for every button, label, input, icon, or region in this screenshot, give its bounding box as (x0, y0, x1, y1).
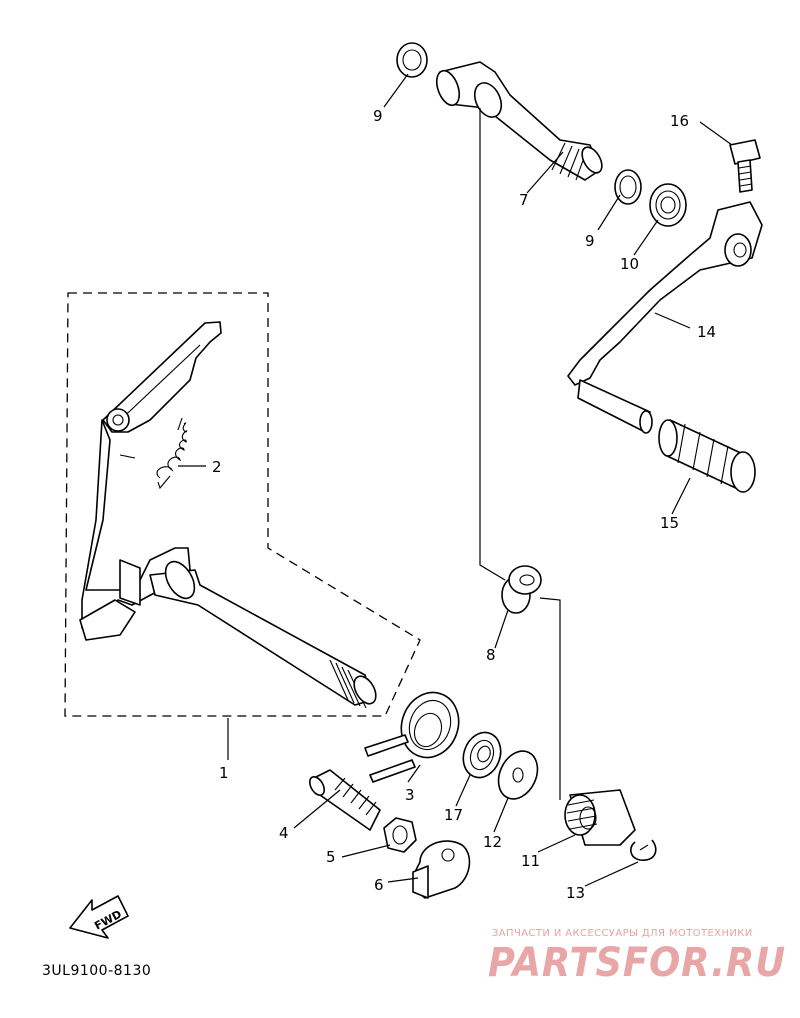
callout-label: 6 (374, 876, 384, 894)
part-6-plate (412, 840, 471, 899)
callout-label: 10 (620, 255, 639, 273)
callout-label: 7 (519, 191, 529, 209)
callout-label: 12 (483, 833, 502, 851)
callout-label: 9 (585, 232, 595, 250)
part-17-oil-seal (462, 731, 502, 779)
part-7-shaft (435, 61, 603, 181)
part-12-washer (497, 750, 539, 800)
part-13-circlip (630, 839, 657, 861)
callout-label: 17 (444, 806, 463, 824)
part-10-oil-seal (649, 183, 687, 227)
part-4-stopper-bolt (308, 769, 381, 831)
callout-label: 15 (660, 514, 679, 532)
callout-label: 14 (697, 323, 716, 341)
callout-label: 2 (212, 458, 222, 476)
callout-labels: 1 2 3 4 5 6 7 8 9 9 10 11 12 13 14 15 16… (212, 107, 716, 902)
part-1-shift-shaft (79, 321, 377, 709)
callout-label: 11 (521, 852, 540, 870)
assembly-lines (479, 108, 561, 800)
part-2-spring (119, 417, 188, 490)
part-16-bolt (729, 139, 761, 193)
fwd-arrow-icon: FWD (69, 895, 129, 939)
part-14-shift-pedal (567, 201, 763, 434)
part-15-pedal-rubber (658, 419, 756, 493)
callout-label: 3 (405, 786, 415, 804)
callout-label: 8 (486, 646, 496, 664)
part-9-washer-top (396, 42, 428, 78)
callout-label: 4 (279, 824, 289, 842)
part-5-nut (383, 817, 417, 853)
leader-lines (178, 73, 733, 887)
callout-label: 5 (326, 848, 336, 866)
callout-label: 13 (566, 884, 585, 902)
part-code: 3UL9100-8130 (42, 963, 151, 979)
callout-label: 9 (373, 107, 383, 125)
part-11-collar (564, 789, 636, 846)
part-3-return-spring (364, 691, 460, 783)
callout-label: 16 (670, 112, 689, 130)
callout-label: 1 (219, 764, 229, 782)
part-8-bushing (501, 565, 542, 614)
watermark-tagline: ЗАПЧАСТИ И АКСЕССУАРЫ ДЛЯ МОТОТЕХНИКИ (492, 928, 753, 939)
watermark-logo: PARTSFOR.RU (488, 940, 786, 986)
part-9-washer-middle (614, 169, 642, 205)
assembly-boundary (64, 292, 421, 717)
watermark: ЗАПЧАСТИ И АКСЕССУАРЫ ДЛЯ МОТОТЕХНИКИ PA… (488, 928, 786, 986)
